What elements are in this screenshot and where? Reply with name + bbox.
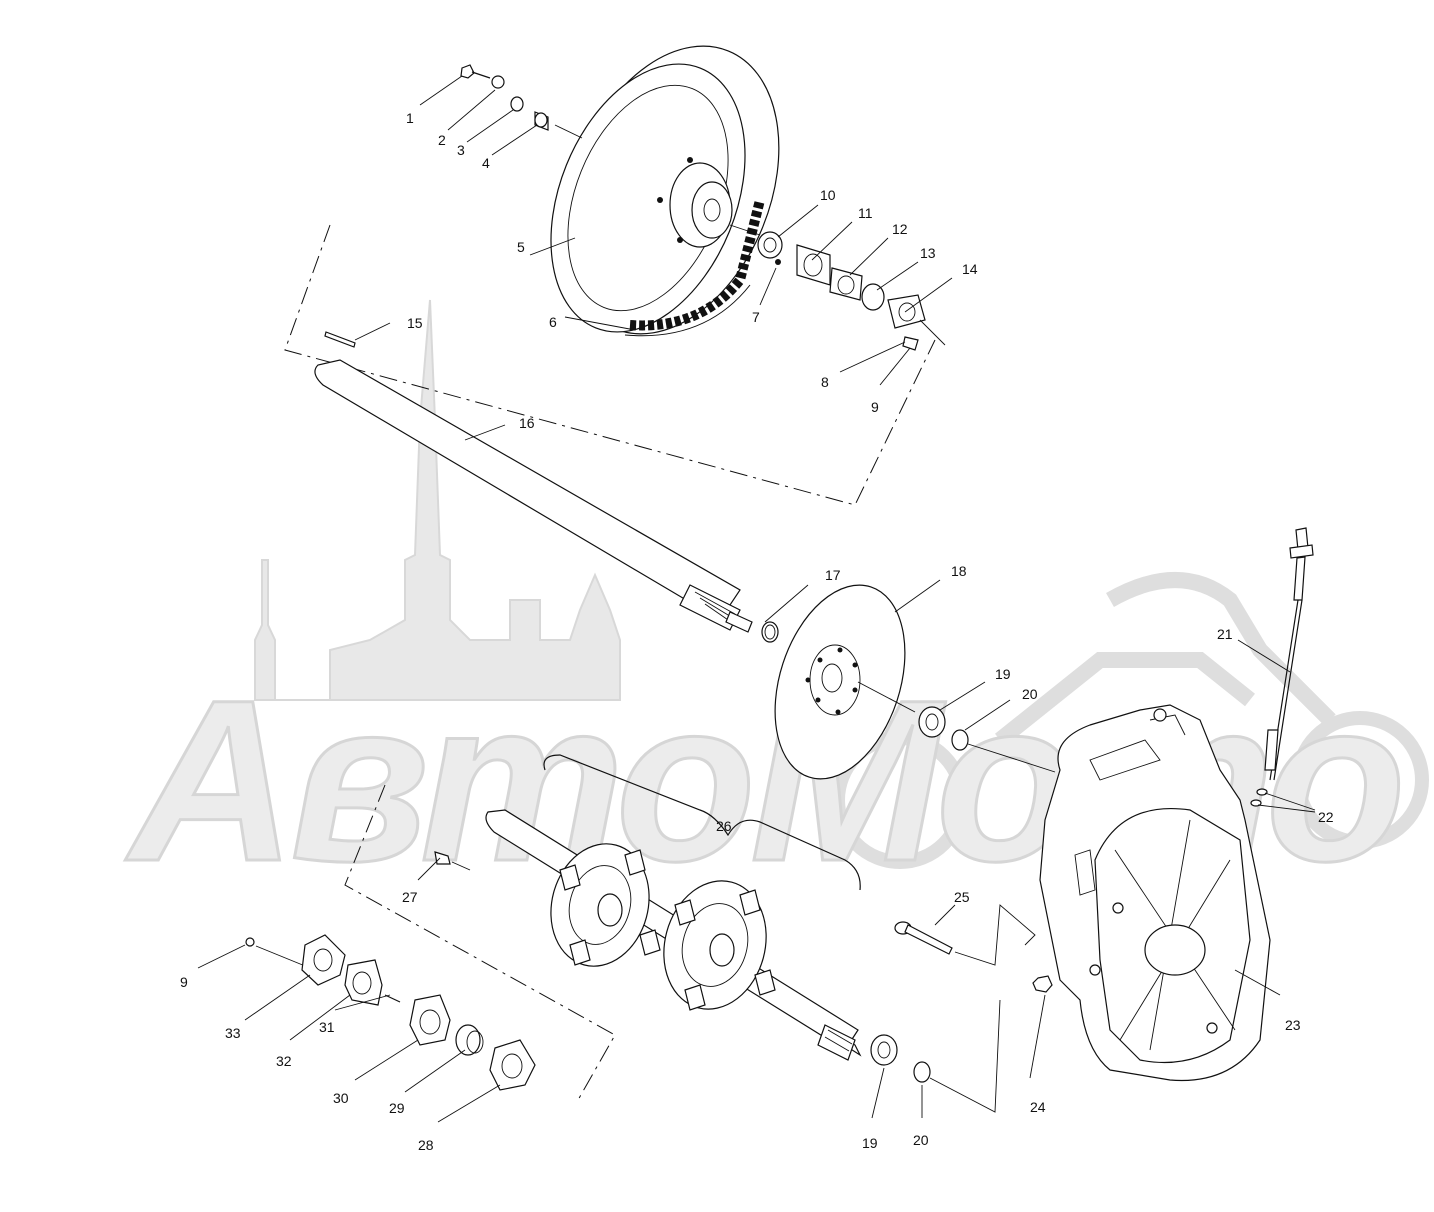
callout-11: 11	[858, 205, 873, 221]
callout-20-upper: 20	[1022, 686, 1038, 702]
callout-19-lower: 19	[862, 1135, 878, 1151]
nut-24	[1032, 975, 1053, 993]
callout-29: 29	[389, 1100, 405, 1116]
callout-32: 32	[276, 1053, 292, 1069]
callout-labels: 1 2 3 4 5 6 7 8 9 10 11 12 13 14 15 16 1…	[180, 110, 1334, 1153]
drive-sprocket-left	[550, 843, 661, 967]
o-ring-20-upper	[951, 729, 969, 751]
o-ring-22a	[1256, 788, 1268, 796]
watermark-motorcycle	[831, 572, 1429, 869]
lower-group-outline	[344, 784, 616, 1101]
shaft-key	[324, 331, 356, 348]
callout-18: 18	[951, 563, 967, 579]
sprocket-assembly-bracket	[543, 754, 861, 891]
callout-26: 26	[716, 818, 732, 834]
watermark-skyline	[254, 299, 621, 701]
callout-10: 10	[820, 187, 836, 203]
callout-9-lower: 9	[180, 974, 188, 990]
callout-8: 8	[821, 374, 829, 390]
callout-22: 22	[1318, 809, 1334, 825]
chaincase-housing	[1039, 704, 1271, 1082]
callout-12: 12	[892, 221, 908, 237]
leader-lines	[197, 75, 1316, 1123]
callout-17: 17	[825, 567, 841, 583]
callout-9-upper: 9	[871, 399, 879, 415]
bearing-stack-lower	[245, 934, 536, 1091]
pulley-bolt-stack	[460, 64, 583, 139]
callout-20-lower: 20	[913, 1132, 929, 1148]
bearing-19-upper	[918, 706, 946, 738]
callout-30: 30	[333, 1090, 349, 1106]
callout-5: 5	[517, 239, 525, 255]
callout-28: 28	[418, 1137, 434, 1153]
o-ring-20-lower	[913, 1061, 931, 1083]
o-ring-22b	[1250, 799, 1262, 807]
drive-shaft	[314, 359, 753, 633]
callout-14: 14	[962, 261, 978, 277]
callout-2: 2	[438, 132, 446, 148]
callout-27: 27	[402, 889, 418, 905]
callout-6: 6	[549, 314, 557, 330]
bearing-19-lower	[870, 1034, 898, 1066]
bolt-25	[894, 904, 1036, 966]
callout-13: 13	[920, 245, 936, 261]
driven-pulley	[550, 45, 780, 335]
callout-1: 1	[406, 110, 414, 126]
callout-16: 16	[519, 415, 535, 431]
drive-chain	[624, 198, 765, 337]
callout-3: 3	[457, 142, 465, 158]
callout-4: 4	[482, 155, 490, 171]
dipstick	[1264, 527, 1314, 781]
bearing-stack-upper	[729, 224, 946, 351]
callout-31: 31	[319, 1019, 335, 1035]
callout-25: 25	[954, 889, 970, 905]
callout-21: 21	[1217, 626, 1233, 642]
bolt-27	[434, 851, 451, 865]
brake-disc	[774, 584, 916, 780]
callout-15: 15	[407, 315, 423, 331]
callout-24: 24	[1030, 1099, 1046, 1115]
callout-19-upper: 19	[995, 666, 1011, 682]
callout-7: 7	[752, 309, 760, 325]
callout-33: 33	[225, 1025, 241, 1041]
upper-group-outline	[284, 224, 936, 506]
drive-sprocket-right	[663, 880, 776, 1011]
callout-23: 23	[1285, 1017, 1301, 1033]
